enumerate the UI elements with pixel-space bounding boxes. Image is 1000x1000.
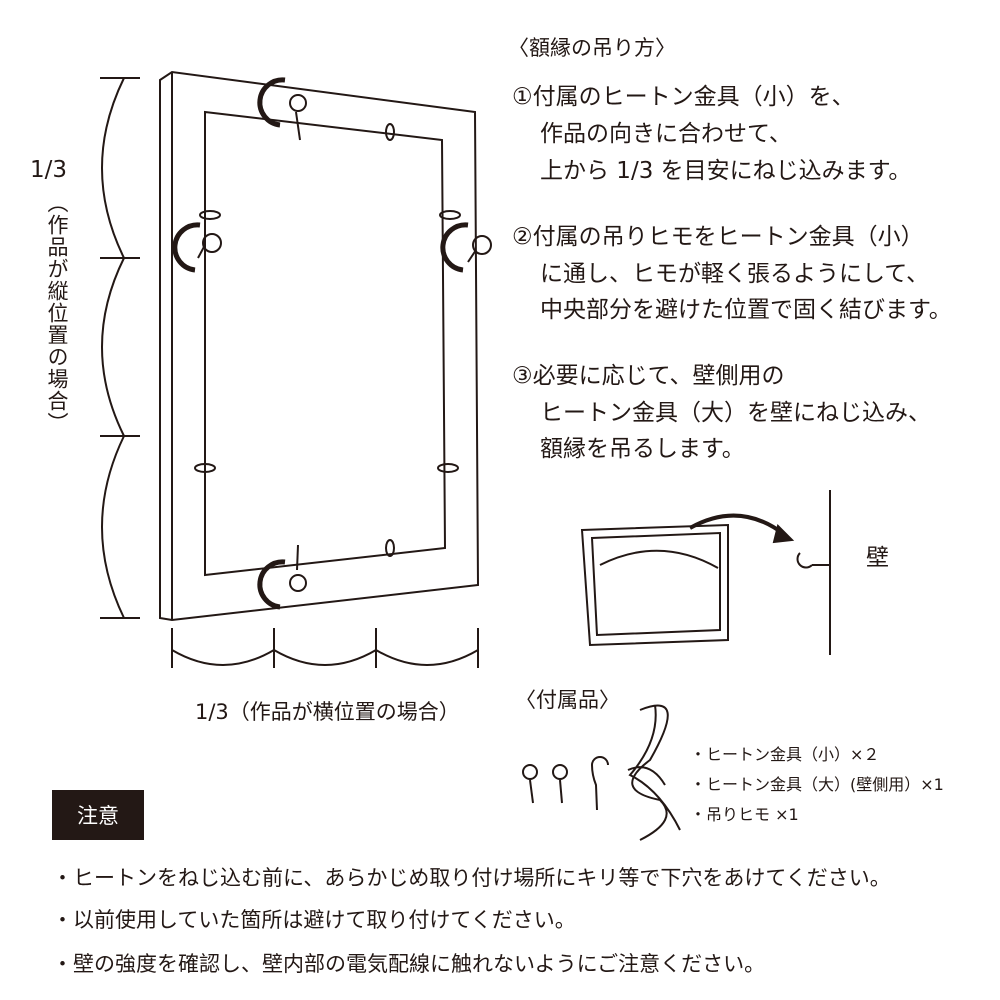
step-1-line-2: 作品の向きに合わせて、 [540,121,792,147]
accessory-item: ・吊りヒモ ×1 [690,805,799,824]
step-3-line-2: ヒートン金具（大）を壁にねじ込み、 [540,400,931,426]
hanging-title: 〈額縁の吊り方〉 [508,36,676,60]
screw-eye-hooks [194,94,492,592]
step-2-line-1: ②付属の吊りヒモをヒートン金具（小） [512,224,924,250]
horizontal-third-marks [171,628,479,668]
caution-note: ・以前使用していた箇所は避けて取り付けてください。 [52,908,576,932]
accessory-item: ・ヒートン金具（小）×２ [690,745,880,764]
accessory-parts-drawing [522,704,681,841]
picture-frame-drawing [159,70,480,622]
step-2-line-3: 中央部分を避けた位置で固く結びます。 [540,297,952,323]
caution-badge: 注意 [52,790,144,840]
accessories-title: 〈付属品〉 [515,688,620,712]
vertical-orientation-note: （作品が縦位置の場合） [45,192,69,434]
step-2-line-2: に通し、ヒモが軽く張るようにして、 [540,261,930,287]
caution-note: ・壁の強度を確認し、壁内部の電気配線に触れないようにご注意ください。 [52,952,766,976]
step-3-line-3: 額縁を吊るします。 [540,436,745,462]
vertical-fraction-label: 1/3 [30,157,68,183]
vertical-third-marks [100,77,140,619]
accessory-item: ・ヒートン金具（大）(壁側用）×1 [690,775,944,794]
step-1-line-1: ①付属のヒートン金具（小）を、 [512,84,855,110]
caution-note: ・ヒートンをねじ込む前に、あらかじめ取り付け場所にキリ等で下穴をあけてください。 [52,866,891,890]
rotate-arrows [172,77,469,610]
step-1-line-3: 上から 1/3 を目安にねじ込みます。 [540,158,912,184]
wall-hanging-drawing [580,490,831,655]
step-3-line-1: ③必要に応じて、壁側用の [512,363,785,389]
wall-label: 壁 [866,545,889,571]
horizontal-orientation-label: 1/3（作品が横位置の場合） [195,700,460,724]
